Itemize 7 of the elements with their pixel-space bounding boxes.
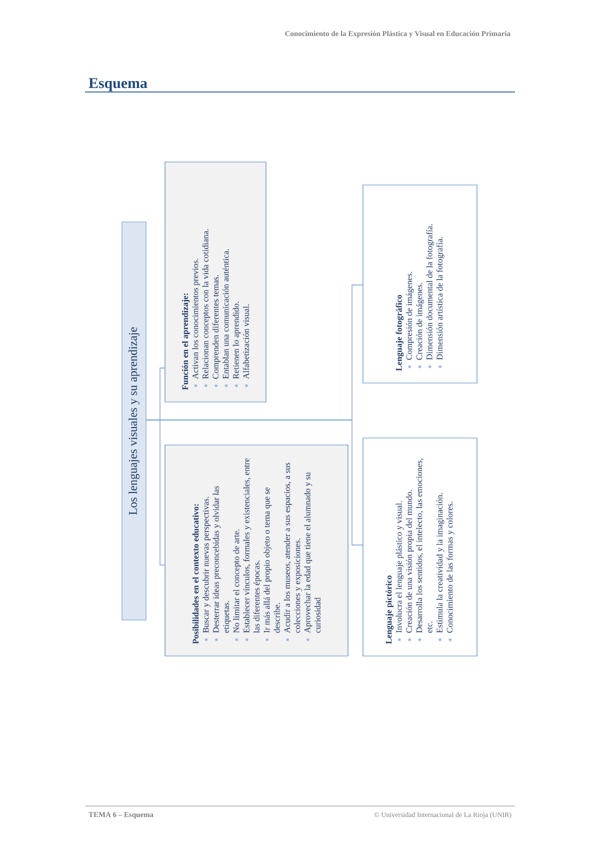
text-box: Lenguaje pictórico Involucra el lenguaje plástico y visual. Creación de una visión propia del mundo. Desarrolla los sentidos, el intelecto, las emociones, etc. Estimula la creatividad y la imaginación. Conocimiento de las formas y colores. [362,438,478,656]
text-box: Función en el aprendizaje: Activan los conocimientos previos. Relacionan conceptos con la vida cotidiana. Comprenden diferentes temas. Entablan una comunicación auténtica. Retienen lo aprendido. Alfabetización visual. [164,162,266,402]
connector-line [146,420,364,546]
text-box: Lenguaje fotográfico Compresión de imágenes. Creación de imágenes. Dimensión documental de la fotografía. Dimensión artística de la fotografía. [362,184,478,384]
text-box: Los lenguajes visuales y su aprendizaje [122,222,146,620]
text-box: Posibilidades en el contexto educativo: Buscar y descubrir nuevas perspectivas. Desterrar ideas preconcebidas y olvidar las etiquetas. No limitar el concepto de arte. Establecer vínculos, formales y existenciales, entre las diferentes épocas. Ir más allá del propio objeto o tema que se describe. Acudir a los museos, atender a sus espacios, a sus colecciones y exposiciones. Aprovechar la edad que tiene el alumnado y su curiosidad [164,444,348,656]
title: Esquema [88,78,148,92]
